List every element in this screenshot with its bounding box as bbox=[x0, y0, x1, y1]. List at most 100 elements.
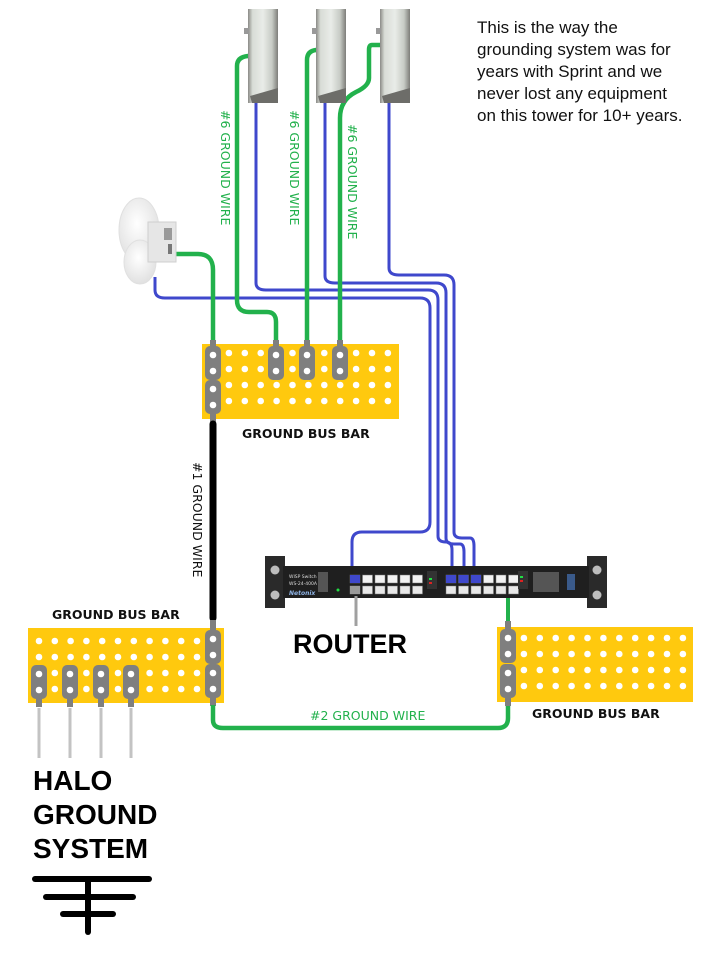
ethernet-port bbox=[445, 585, 457, 595]
bus-bar-hole bbox=[98, 637, 106, 645]
ethernet-port bbox=[374, 574, 386, 584]
bus-bar-hole bbox=[162, 669, 169, 677]
lug-tail bbox=[210, 340, 216, 346]
ground-lug bbox=[268, 346, 284, 380]
ground-lug bbox=[205, 664, 221, 698]
bus-bar-hole bbox=[663, 634, 671, 642]
ethernet-port bbox=[399, 585, 411, 595]
lug-tail bbox=[304, 340, 310, 346]
lug-hole bbox=[303, 367, 311, 375]
ethernet-port bbox=[458, 585, 469, 595]
lug-tail bbox=[273, 340, 279, 346]
bus-bar-hole bbox=[321, 349, 328, 357]
note-line: grounding system was for bbox=[477, 40, 671, 59]
ethernet-port bbox=[412, 585, 423, 595]
bus-bar-hole bbox=[600, 634, 607, 642]
note-line: never lost any equipment bbox=[477, 84, 667, 103]
ethernet-port bbox=[399, 574, 411, 584]
bus-bar-hole bbox=[83, 653, 90, 661]
bus-bar-hole bbox=[600, 650, 607, 658]
note-line: years with Sprint and we bbox=[477, 62, 663, 81]
bus-bar-hole bbox=[193, 637, 201, 645]
bus-bar-hole bbox=[321, 397, 328, 405]
router-device: WISP Switch WS-24-400A Netonix bbox=[265, 556, 607, 608]
bus-bar-hole bbox=[552, 666, 559, 674]
ethernet-port bbox=[495, 585, 507, 595]
bus-bar-hole bbox=[352, 381, 360, 389]
bus-bar-hole bbox=[568, 650, 575, 658]
bus-bar-hole bbox=[520, 634, 528, 642]
bus-bar-hole bbox=[162, 653, 169, 661]
bus-bar-hole bbox=[114, 653, 122, 661]
explanatory-note: This is the way the grounding system was… bbox=[477, 17, 717, 127]
bus-bar-hole bbox=[679, 650, 687, 658]
ethernet-port bbox=[495, 574, 507, 584]
lug-hole bbox=[336, 351, 344, 359]
bus-bar-hole bbox=[51, 685, 59, 693]
ground-lug bbox=[62, 665, 78, 699]
bus-bar-hole bbox=[257, 349, 265, 357]
note-line: This is the way the bbox=[477, 18, 618, 37]
bus-bar-hole bbox=[336, 381, 344, 389]
ethernet-port bbox=[483, 574, 494, 584]
sector-antenna-2 bbox=[312, 9, 346, 103]
bus-bar-hole bbox=[384, 365, 392, 373]
bus-bar-top bbox=[202, 340, 399, 422]
sector-antenna-1 bbox=[244, 9, 278, 103]
bus-bar-hole bbox=[520, 650, 528, 658]
ethernet-port bbox=[508, 585, 519, 595]
lug-hole bbox=[35, 670, 43, 678]
port-uplink bbox=[350, 586, 360, 594]
bus-bar-hole bbox=[552, 634, 559, 642]
bus-bar-hole bbox=[616, 634, 623, 642]
bus-bar-hole bbox=[568, 682, 575, 690]
bus-bar-hole bbox=[289, 397, 296, 405]
lug-tail bbox=[67, 699, 73, 707]
bus-bar-hole bbox=[352, 397, 360, 405]
bus-bar-hole bbox=[257, 365, 265, 373]
lug-hole bbox=[97, 686, 105, 694]
lug-tail bbox=[337, 340, 343, 346]
bus-bar-hole bbox=[130, 637, 138, 645]
bus-bar-hole bbox=[368, 365, 376, 373]
bus-bar-hole bbox=[647, 666, 655, 674]
port-connected bbox=[350, 575, 360, 583]
label-sector-ground-2: #6 GROUND WIRE bbox=[287, 110, 302, 225]
ethernet-port bbox=[374, 585, 386, 595]
bus-bar-hole bbox=[114, 669, 122, 677]
bus-bar-hole bbox=[225, 349, 233, 357]
lug-hole bbox=[209, 685, 217, 693]
bus-bar-hole bbox=[616, 650, 623, 658]
port-connected bbox=[458, 575, 469, 583]
bus-bar-hole bbox=[225, 365, 233, 373]
halo-line: HALO bbox=[33, 765, 113, 796]
bus-bar-hole bbox=[600, 666, 607, 674]
bus-bar-hole bbox=[193, 653, 201, 661]
bus-bar-hole bbox=[584, 682, 591, 690]
lug-hole bbox=[504, 685, 512, 693]
lug-tail bbox=[210, 698, 216, 706]
ethernet-port bbox=[387, 574, 398, 584]
bus-bar-hole bbox=[631, 634, 639, 642]
bus-bar-hole bbox=[177, 653, 185, 661]
bus-bar-hole bbox=[162, 685, 169, 693]
router-ports-group-b bbox=[445, 574, 519, 595]
lug-hole bbox=[127, 670, 135, 678]
lug-tail bbox=[505, 621, 511, 629]
bus-bar-hole bbox=[35, 653, 43, 661]
bus-bar-hole bbox=[536, 634, 544, 642]
bus-bar-hole bbox=[352, 349, 360, 357]
ground-wire-sector-1 bbox=[234, 53, 279, 348]
data-cable-sector-3 bbox=[387, 100, 476, 580]
bus-bar-hole bbox=[146, 669, 153, 677]
bus-bar-hole bbox=[631, 650, 639, 658]
bus-bar-hole bbox=[114, 637, 122, 645]
ground-wire-dish bbox=[169, 251, 216, 348]
router-model-line2: WS-24-400A bbox=[289, 581, 318, 587]
ground-lug bbox=[31, 665, 47, 699]
bus-bar-hole bbox=[384, 381, 392, 389]
lug-hole bbox=[209, 367, 217, 375]
bus-bar-hole bbox=[289, 349, 296, 357]
bus-bar-hole bbox=[321, 381, 328, 389]
bus-bar-hole bbox=[663, 666, 671, 674]
